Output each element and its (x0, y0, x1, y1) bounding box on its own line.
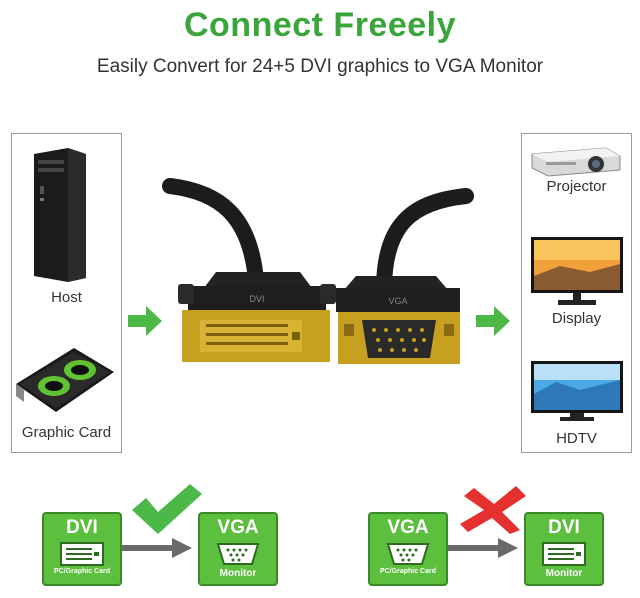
projector-icon (531, 147, 621, 177)
dvi-vga-cable: DVI VGA (162, 178, 474, 364)
vga-target-badge: VGA Monitor (198, 512, 278, 586)
display-monitor-icon (531, 237, 623, 305)
source-badge-title: VGA (387, 517, 429, 538)
checkmark-icon (132, 484, 202, 534)
output-devices-panel: Projector Display HDTV (521, 133, 632, 453)
arrow-right-icon (128, 306, 162, 336)
graphic-card-label: Graphic Card (21, 424, 112, 441)
source-badge-caption: PC/Graphic Card (379, 568, 436, 575)
compatibility-diagram-unsupported: VGA PC/Graphic Card DVI Monitor (368, 484, 618, 588)
pc-tower-icon (34, 148, 86, 282)
source-badge-title: DVI (66, 517, 98, 538)
vga-port-icon (216, 543, 260, 565)
dvi-connector-text: DVI (249, 294, 264, 304)
dvi-port-icon (60, 542, 104, 566)
target-badge-caption: Monitor (219, 568, 257, 579)
display-label: Display (551, 310, 602, 327)
target-badge-title: DVI (548, 517, 580, 538)
dvi-target-badge: DVI Monitor (524, 512, 604, 586)
cross-icon (460, 486, 526, 534)
page-subtitle: Easily Convert for 24+5 DVI graphics to … (96, 56, 544, 77)
vga-connector-text: VGA (388, 296, 407, 306)
hdtv-icon (531, 361, 623, 421)
source-badge-caption: PC/Graphic Card (53, 568, 110, 575)
vga-source-badge: VGA PC/Graphic Card (368, 512, 448, 586)
host-label: Host (51, 289, 82, 306)
target-badge-title: VGA (217, 517, 259, 538)
target-badge-caption: Monitor (545, 568, 583, 579)
dvi-port-icon (542, 542, 586, 566)
compatibility-diagram-supported: DVI PC/Graphic Card VGA Monitor (42, 484, 292, 588)
arrow-right-icon (448, 538, 518, 558)
arrow-right-icon (476, 306, 510, 336)
arrow-right-icon (122, 538, 192, 558)
dvi-source-badge: DVI PC/Graphic Card (42, 512, 122, 586)
page-title: Connect Freeely (183, 6, 457, 44)
source-devices-panel: Host Graphic Card (11, 133, 122, 453)
graphics-card-icon (16, 348, 114, 412)
vga-port-icon (386, 543, 430, 565)
projector-label: Projector (546, 178, 607, 195)
hdtv-label: HDTV (556, 430, 597, 447)
